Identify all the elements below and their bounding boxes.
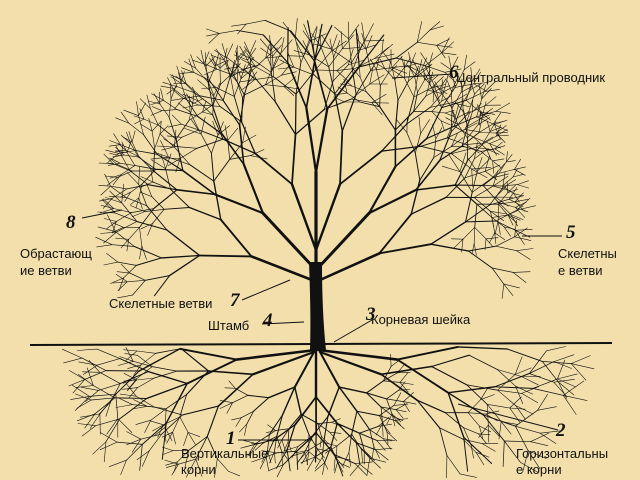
label-root-collar: Корневая шейка [371, 312, 471, 327]
number-6: 6 [449, 62, 459, 83]
leader-line-3 [333, 319, 373, 343]
number-4: 4 [263, 310, 273, 331]
label-skeletal-right-line1: Скелетны [558, 246, 617, 261]
number-5: 5 [566, 222, 576, 243]
label-vertical-roots-line1: Вертикальные [181, 446, 269, 461]
label-central-leader: Центральный проводник [456, 70, 606, 85]
number-7: 7 [230, 290, 240, 311]
label-trunk: Штамб [208, 318, 250, 333]
leader-line-2 [457, 403, 559, 431]
label-horizontal-roots-line2: е корни [516, 462, 562, 477]
number-2: 2 [556, 420, 566, 441]
leader-line-6 [391, 73, 453, 79]
number-1: 1 [226, 428, 236, 449]
tree-crown [95, 18, 536, 299]
label-vertical-roots-line2: корни [181, 462, 216, 477]
label-overgrowing-line2: ие ветви [20, 263, 72, 278]
label-skeletal-right-line2: е ветви [558, 263, 603, 278]
number-8: 8 [66, 212, 76, 233]
trunk-shape [309, 262, 326, 350]
number-3: 3 [366, 304, 376, 325]
label-overgrowing-line1: Обрастающ [20, 246, 93, 261]
leader-line-7 [241, 279, 291, 301]
label-skeletal-left: Скелетные ветви [109, 296, 213, 311]
leader-lines [81, 73, 562, 441]
leader-line-8 [81, 209, 123, 219]
root-system [61, 345, 595, 479]
label-horizontal-roots-line1: Горизонтальны [516, 446, 609, 461]
leader-line-4 [261, 321, 305, 325]
